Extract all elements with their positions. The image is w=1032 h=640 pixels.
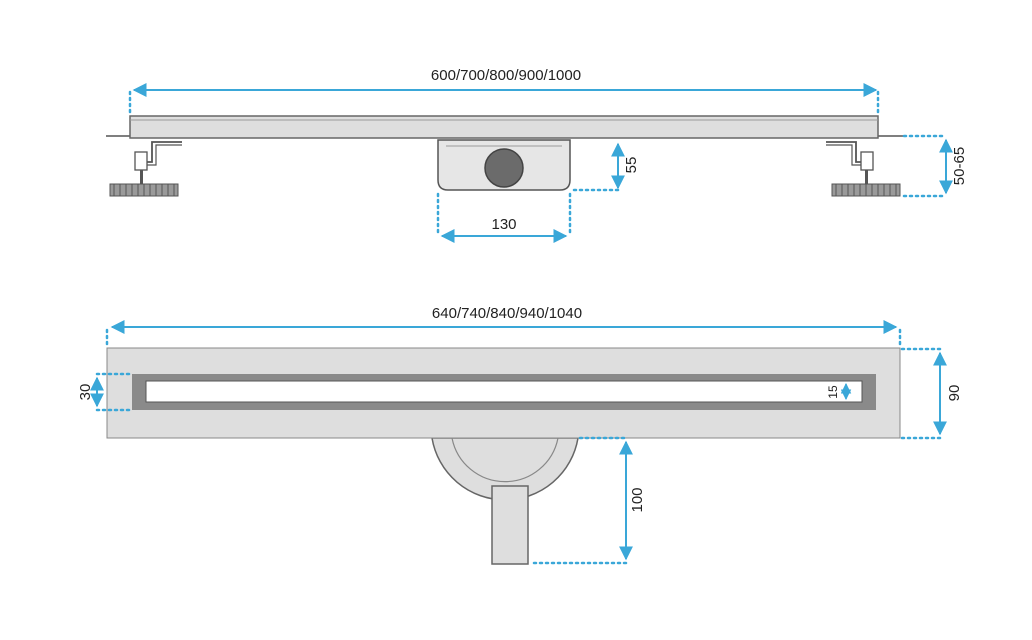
outlet-hole (484, 148, 524, 188)
slot-width-label: 30 (77, 384, 94, 401)
outlet-height-label: 55 (623, 157, 640, 174)
outlet-box (437, 139, 571, 191)
grate-width-label: 15 (826, 385, 840, 399)
right-mounting-foot (826, 141, 901, 197)
pipe-length-label: 100 (629, 487, 646, 512)
channel-body (129, 115, 879, 139)
frame-length-label: 640/740/840/940/1040 (432, 305, 582, 322)
outlet-bowl (431, 437, 579, 565)
outlet-pipe (491, 485, 529, 565)
top-view: 640/740/840/940/1040 90 30 15 100 (77, 305, 963, 565)
outlet-width-label: 130 (491, 216, 516, 233)
side-view: 600/700/800/900/1000 130 55 50-65 (106, 67, 968, 243)
frame-width-label: 90 (946, 385, 963, 402)
grate-slot (145, 380, 863, 403)
left-mounting-foot (109, 141, 182, 197)
channel-length-label: 600/700/800/900/1000 (431, 67, 581, 84)
adjust-height-label: 50-65 (951, 147, 968, 185)
